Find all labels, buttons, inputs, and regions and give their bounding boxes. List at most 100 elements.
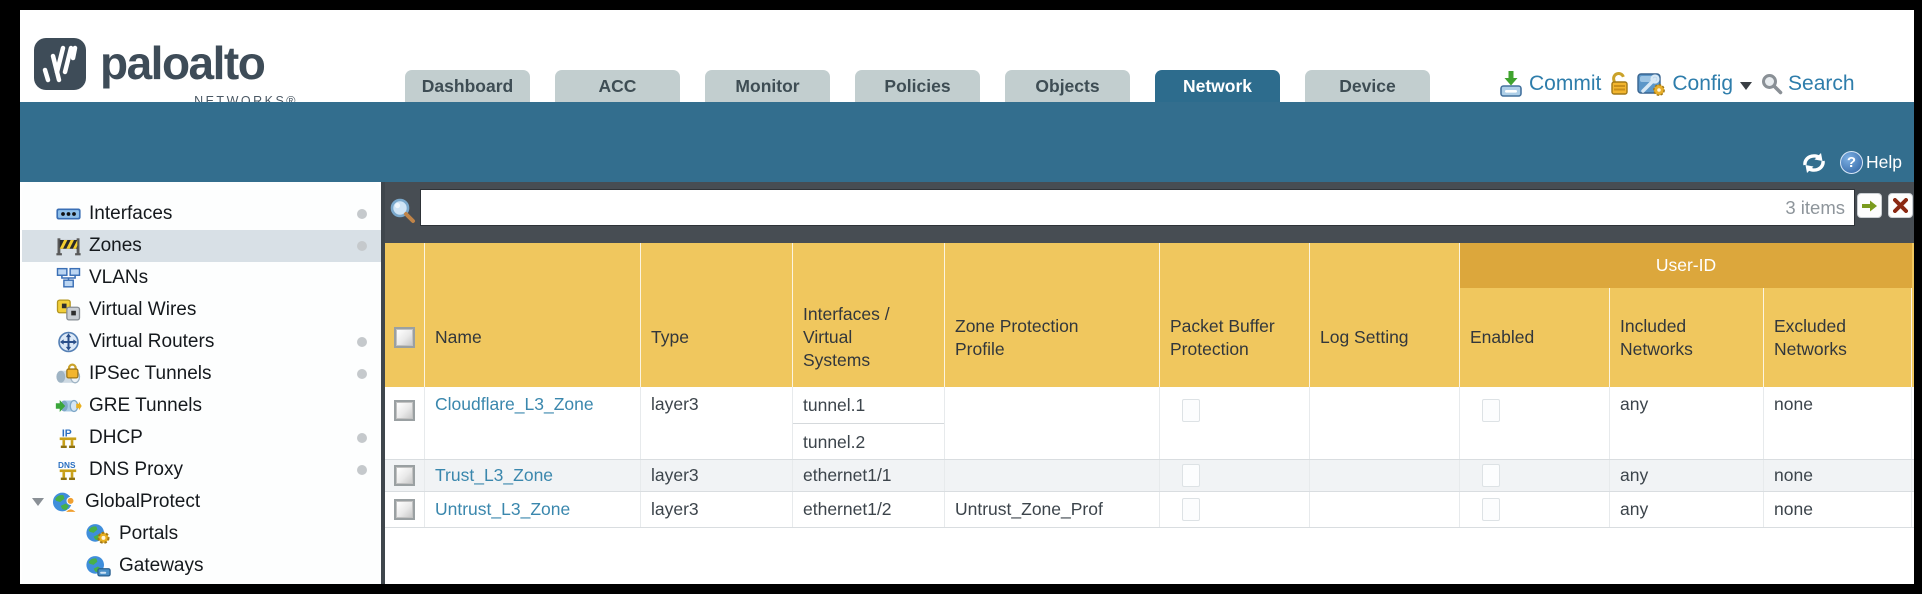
svg-text:IP: IP xyxy=(62,428,72,439)
included-networks: any xyxy=(1610,460,1764,491)
sidebar-item-label: Gateways xyxy=(119,555,204,576)
user-id-enabled-checkbox[interactable] xyxy=(1482,498,1500,521)
status-dot xyxy=(357,369,367,379)
search-label: Search xyxy=(1788,72,1855,95)
interface-entry: tunnel.1 xyxy=(793,387,944,424)
row-checkbox[interactable] xyxy=(394,499,415,520)
sidebar-item-label: GlobalProtect xyxy=(85,491,201,512)
column-header-included-networks[interactable]: Included Networks xyxy=(1610,243,1764,387)
config-icon xyxy=(1637,72,1666,96)
column-header-zone-protection-profile[interactable]: Zone Protection Profile xyxy=(945,243,1160,387)
sidebar-item-interfaces[interactable]: Interfaces xyxy=(22,198,381,230)
help-label: Help xyxy=(1866,152,1902,172)
status-dot xyxy=(357,337,367,347)
dhcp-icon: IP xyxy=(59,428,77,449)
row-checkbox[interactable] xyxy=(394,400,415,421)
interfaces-icon xyxy=(56,208,81,220)
top-header-bar: paloalto NETWORKS® Dashboard ACC Monitor… xyxy=(20,10,1914,108)
sidebar-splitter[interactable] xyxy=(381,182,385,584)
globalprotect-icon xyxy=(52,492,78,513)
column-header-packet-buffer-protection[interactable]: Packet Buffer Protection xyxy=(1160,243,1310,387)
sidebar-item-label: Interfaces xyxy=(89,203,173,224)
tab-device[interactable]: Device xyxy=(1305,70,1430,102)
sidebar-item-gateways[interactable]: Gateways xyxy=(22,550,381,582)
interface-entry: ethernet1/1 xyxy=(793,460,945,491)
zones-table-body: Cloudflare_L3_Zone layer3 tunnel.1 tunne… xyxy=(385,387,1914,528)
column-header-excluded-networks[interactable]: Excluded Networks xyxy=(1764,243,1912,387)
sidebar-item-dns-proxy[interactable]: DNS DNS Proxy xyxy=(22,454,381,486)
commit-button[interactable]: Commit xyxy=(1498,70,1601,98)
config-menu-button[interactable]: Config xyxy=(1637,71,1754,98)
sidebar-item-portals[interactable]: Portals xyxy=(22,518,381,550)
filter-input[interactable] xyxy=(420,189,1855,226)
tab-objects[interactable]: Objects xyxy=(1005,70,1130,102)
tab-policies[interactable]: Policies xyxy=(855,70,980,102)
zone-type: layer3 xyxy=(641,460,793,491)
column-header-type[interactable]: Type xyxy=(641,243,793,387)
sidebar-item-label: DNS Proxy xyxy=(89,459,183,480)
context-band: ? Help xyxy=(20,102,1914,182)
main-panel: 3 items User-ID xyxy=(385,182,1914,584)
user-id-group-header: User-ID xyxy=(1460,243,1912,288)
user-id-enabled-checkbox[interactable] xyxy=(1482,399,1500,422)
header-actions: Commit Con xyxy=(1498,66,1855,102)
table-row: Cloudflare_L3_Zone layer3 tunnel.1 tunne… xyxy=(385,387,1914,460)
refresh-icon[interactable] xyxy=(1800,152,1828,174)
status-dot xyxy=(357,465,367,475)
sidebar-item-vlans[interactable]: VLANs xyxy=(22,262,381,294)
band-right-tools: ? Help xyxy=(1800,151,1902,174)
tab-monitor[interactable]: Monitor xyxy=(705,70,830,102)
commit-icon xyxy=(1500,71,1522,97)
help-button[interactable]: ? Help xyxy=(1840,151,1902,174)
zone-protection-profile xyxy=(945,460,1160,491)
column-header-log-setting[interactable]: Log Setting xyxy=(1310,243,1460,387)
status-dot xyxy=(357,433,367,443)
collapse-triangle-icon[interactable] xyxy=(32,498,44,506)
zone-protection-profile xyxy=(945,387,1160,459)
zone-name-link[interactable]: Cloudflare_L3_Zone xyxy=(435,394,594,414)
virtual-routers-icon xyxy=(58,331,79,353)
zone-name-link[interactable]: Trust_L3_Zone xyxy=(435,465,554,485)
apply-filter-arrow-icon xyxy=(1862,200,1877,211)
sidebar-item-virtual-routers[interactable]: Virtual Routers xyxy=(22,326,381,358)
portals-icon xyxy=(86,524,110,544)
user-id-enabled-checkbox[interactable] xyxy=(1482,464,1500,487)
excluded-networks: none xyxy=(1764,492,1912,527)
tab-dashboard[interactable]: Dashboard xyxy=(405,70,530,102)
zone-name-link[interactable]: Untrust_L3_Zone xyxy=(435,499,571,519)
sidebar-item-ipsec-tunnels[interactable]: IPSec Tunnels xyxy=(22,358,381,390)
column-header-name[interactable]: Name xyxy=(425,243,641,387)
column-header-interfaces[interactable]: Interfaces / Virtual Systems xyxy=(793,243,945,387)
log-setting xyxy=(1310,460,1460,491)
packet-buffer-checkbox[interactable] xyxy=(1182,498,1200,521)
network-sidebar: Interfaces Zones xyxy=(22,182,381,584)
sidebar-item-label: GRE Tunnels xyxy=(89,395,202,416)
main-nav-tabs: Dashboard ACC Monitor Policies Objects N… xyxy=(405,70,1430,102)
select-all-checkbox[interactable] xyxy=(394,327,415,348)
ipsec-tunnels-icon xyxy=(56,363,81,384)
excluded-networks: none xyxy=(1764,460,1912,491)
tab-network[interactable]: Network xyxy=(1155,70,1280,102)
apply-filter-button[interactable] xyxy=(1857,193,1882,218)
tab-acc[interactable]: ACC xyxy=(555,70,680,102)
packet-buffer-checkbox[interactable] xyxy=(1182,464,1200,487)
interface-entry: ethernet1/2 xyxy=(793,492,945,527)
clear-filter-x-icon xyxy=(1893,198,1908,213)
gre-tunnels-icon xyxy=(55,399,82,413)
sidebar-item-zones[interactable]: Zones xyxy=(22,230,381,262)
zone-type: layer3 xyxy=(641,492,793,527)
search-button[interactable]: Search xyxy=(1761,72,1855,96)
packet-buffer-checkbox[interactable] xyxy=(1182,399,1200,422)
virtual-wires-icon xyxy=(56,299,81,321)
brand-wordmark: paloalto xyxy=(100,37,266,89)
sidebar-item-globalprotect[interactable]: GlobalProtect xyxy=(22,486,381,518)
column-header-enabled[interactable]: Enabled xyxy=(1460,243,1610,387)
clear-filter-button[interactable] xyxy=(1888,193,1913,218)
sidebar-item-gre-tunnels[interactable]: GRE Tunnels xyxy=(22,390,381,422)
lock-icon[interactable] xyxy=(1608,71,1630,97)
dns-proxy-icon: DNS xyxy=(58,461,77,481)
row-checkbox[interactable] xyxy=(394,465,415,486)
sidebar-item-virtual-wires[interactable]: Virtual Wires xyxy=(22,294,381,326)
sidebar-item-label: Virtual Wires xyxy=(89,299,197,320)
sidebar-item-dhcp[interactable]: IP DHCP xyxy=(22,422,381,454)
